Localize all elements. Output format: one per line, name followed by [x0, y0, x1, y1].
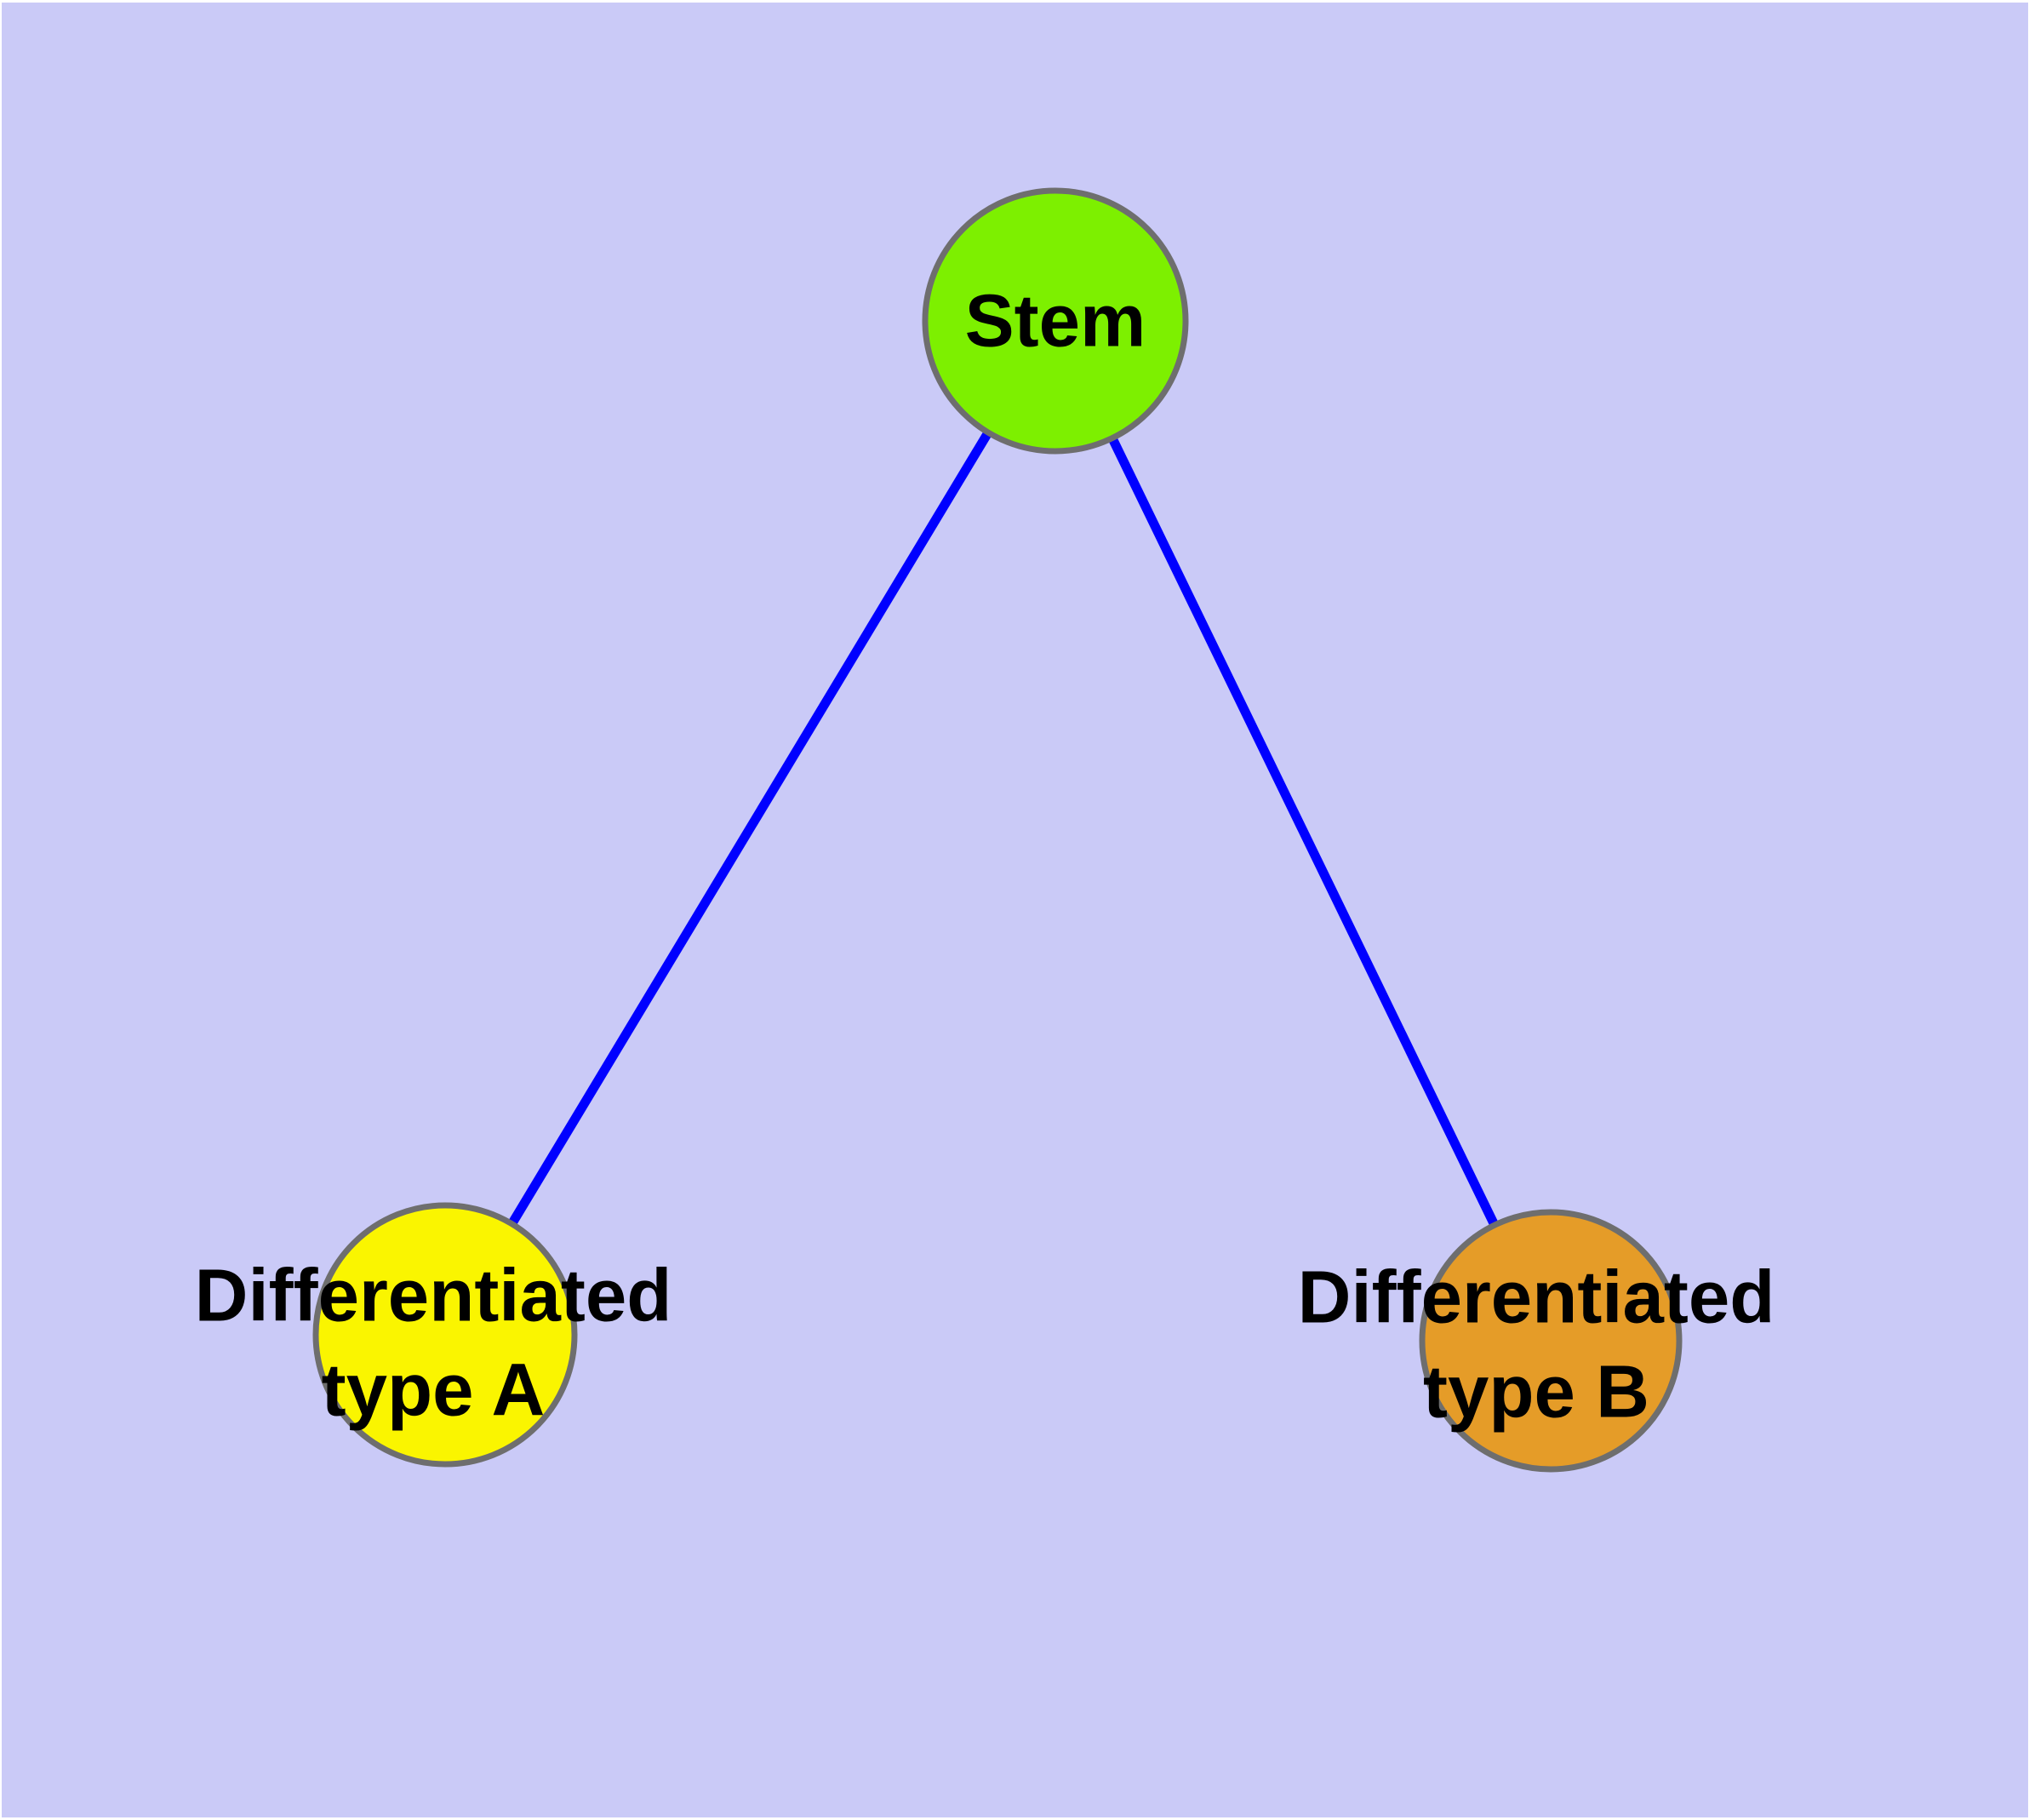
- node-stem-label: Stem: [964, 279, 1146, 363]
- node-type-b-label: Differentiated type B: [1297, 1256, 1775, 1434]
- graph-svg: [312, 187, 1683, 1473]
- node-stem-circle: [922, 187, 1189, 455]
- edge-stem-to-type-a: [441, 318, 1060, 1337]
- node-type-b-circle: [1419, 1209, 1683, 1473]
- edge-stem-to-type-b: [1051, 318, 1555, 1343]
- node-type-a-label: Differentiated type A: [194, 1254, 672, 1432]
- diagram-canvas: Stem Differentiated type A Differentiate…: [2, 3, 2028, 1817]
- node-type-a-circle: [312, 1202, 578, 1468]
